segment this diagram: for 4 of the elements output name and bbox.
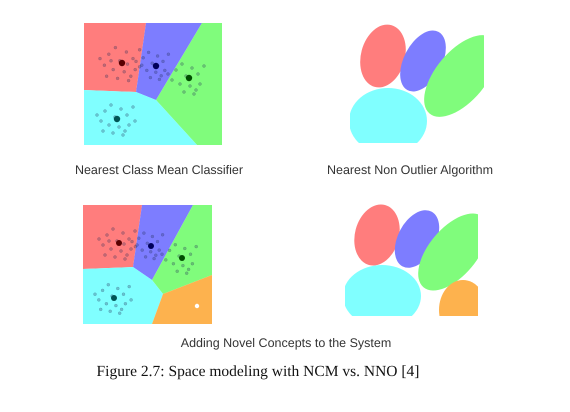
- plot-label: Nearest Non Outlier Algorithm: [326, 163, 494, 177]
- plot-label: Nearest Class Mean Classifier: [74, 163, 244, 177]
- plot-label: Adding Novel Concepts to the System: [180, 336, 392, 350]
- figure-caption: Figure 2.7: Space modeling with NCM vs. NNO [4]: [96, 363, 420, 380]
